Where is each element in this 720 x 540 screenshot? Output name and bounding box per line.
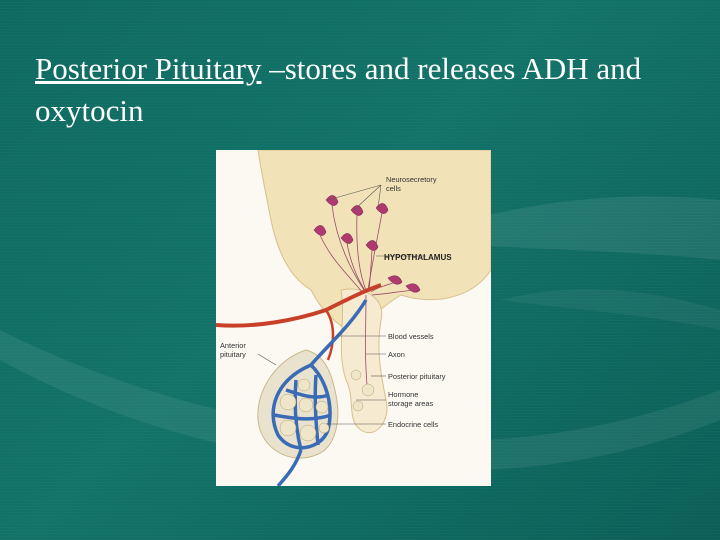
label-hormone: Hormone — [388, 390, 418, 399]
label-anterior: Anterior — [220, 341, 246, 350]
label-axon: Axon — [388, 350, 405, 359]
label-anterior-pituitary: pituitary — [220, 350, 246, 359]
portal-vessels — [271, 299, 368, 486]
label-neurosecretory: Neurosecretory — [386, 175, 437, 184]
posterior-pituitary-region — [340, 288, 388, 433]
label-storage-areas: storage areas — [388, 399, 433, 408]
label-hypothalamus: HYPOTHALAMUS — [384, 253, 452, 262]
label-posterior-pituitary: Posterior pituitary — [388, 372, 446, 381]
label-cells: cells — [386, 184, 401, 193]
slide-title: Posterior Pituitary –stores and releases… — [35, 48, 695, 132]
label-endocrine-cells: Endocrine cells — [388, 420, 438, 429]
title-link[interactable]: Posterior Pituitary — [35, 51, 262, 86]
label-blood-vessels: Blood vessels — [388, 332, 434, 341]
hormone-storage-cells — [279, 369, 375, 442]
title-text: –stores and releases ADH and oxytocin — [35, 51, 642, 128]
artery — [216, 283, 382, 328]
pituitary-diagram: Neurosecretory cells HYPOTHALAMUS Anteri… — [216, 150, 491, 486]
